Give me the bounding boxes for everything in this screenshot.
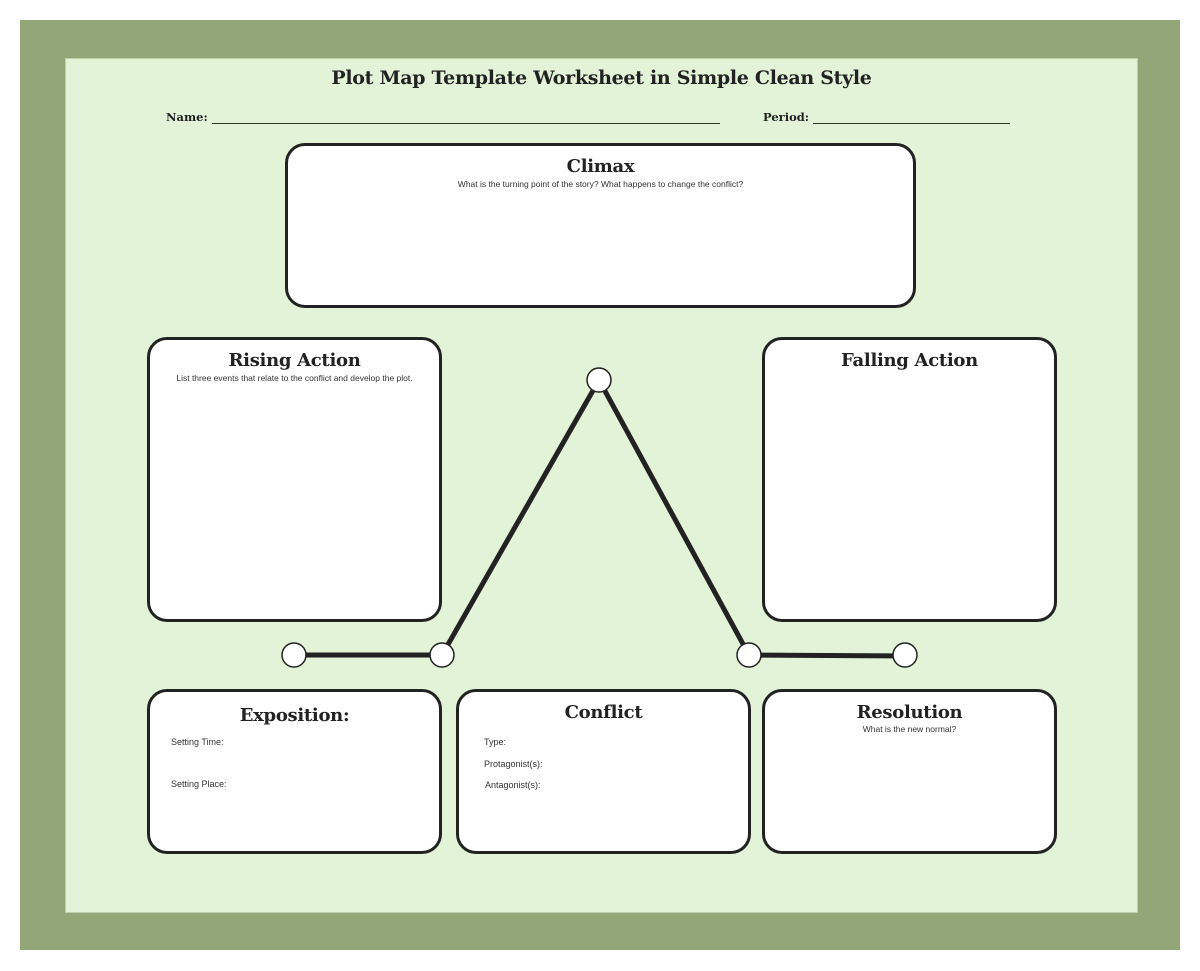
period-line[interactable] (813, 113, 1011, 124)
rising-start-node-icon (429, 642, 455, 668)
resolution-title: Resolution (856, 702, 963, 723)
climax-peak-node-icon (586, 367, 612, 393)
conflict-box[interactable]: Conflict Type: Protagonist(s): Antagonis… (456, 689, 751, 854)
resolution-end-node-icon (892, 642, 918, 668)
rising-action-prompt: List three events that relate to the con… (176, 373, 413, 383)
climax-prompt: What is the turning point of the story? … (457, 179, 744, 189)
antagonists-label: Antagonist(s): (485, 780, 541, 790)
conflict-title: Conflict (564, 702, 643, 723)
setting-time-label: Setting Time: (171, 737, 224, 747)
resolution-box[interactable]: Resolution What is the new normal? (762, 689, 1057, 854)
falling-end-node-icon (736, 642, 762, 668)
exposition-title: Exposition: (239, 705, 350, 726)
worksheet-title: Plot Map Template Worksheet in Simple Cl… (331, 67, 872, 89)
falling-action-box[interactable]: Falling Action (762, 337, 1057, 622)
exposition-start-node-icon (281, 642, 307, 668)
rising-action-box[interactable]: Rising Action List three events that rel… (147, 337, 442, 622)
climax-box[interactable]: Climax What is the turning point of the … (285, 143, 916, 308)
rising-action-title: Rising Action (228, 350, 361, 371)
climax-title: Climax (566, 156, 635, 177)
resolution-prompt: What is the new normal? (862, 724, 957, 734)
falling-action-title: Falling Action (841, 350, 978, 371)
period-label: Period: (763, 110, 810, 124)
protagonists-label: Protagonist(s): (484, 759, 543, 769)
name-line[interactable] (211, 113, 720, 124)
setting-place-label: Setting Place: (171, 779, 227, 789)
period-field[interactable]: Period: (763, 110, 1011, 124)
conflict-type-label: Type: (484, 737, 507, 747)
name-label: Name: (166, 110, 208, 124)
name-field[interactable]: Name: (166, 110, 720, 124)
exposition-box[interactable]: Exposition: Setting Time: Setting Place: (147, 689, 442, 854)
